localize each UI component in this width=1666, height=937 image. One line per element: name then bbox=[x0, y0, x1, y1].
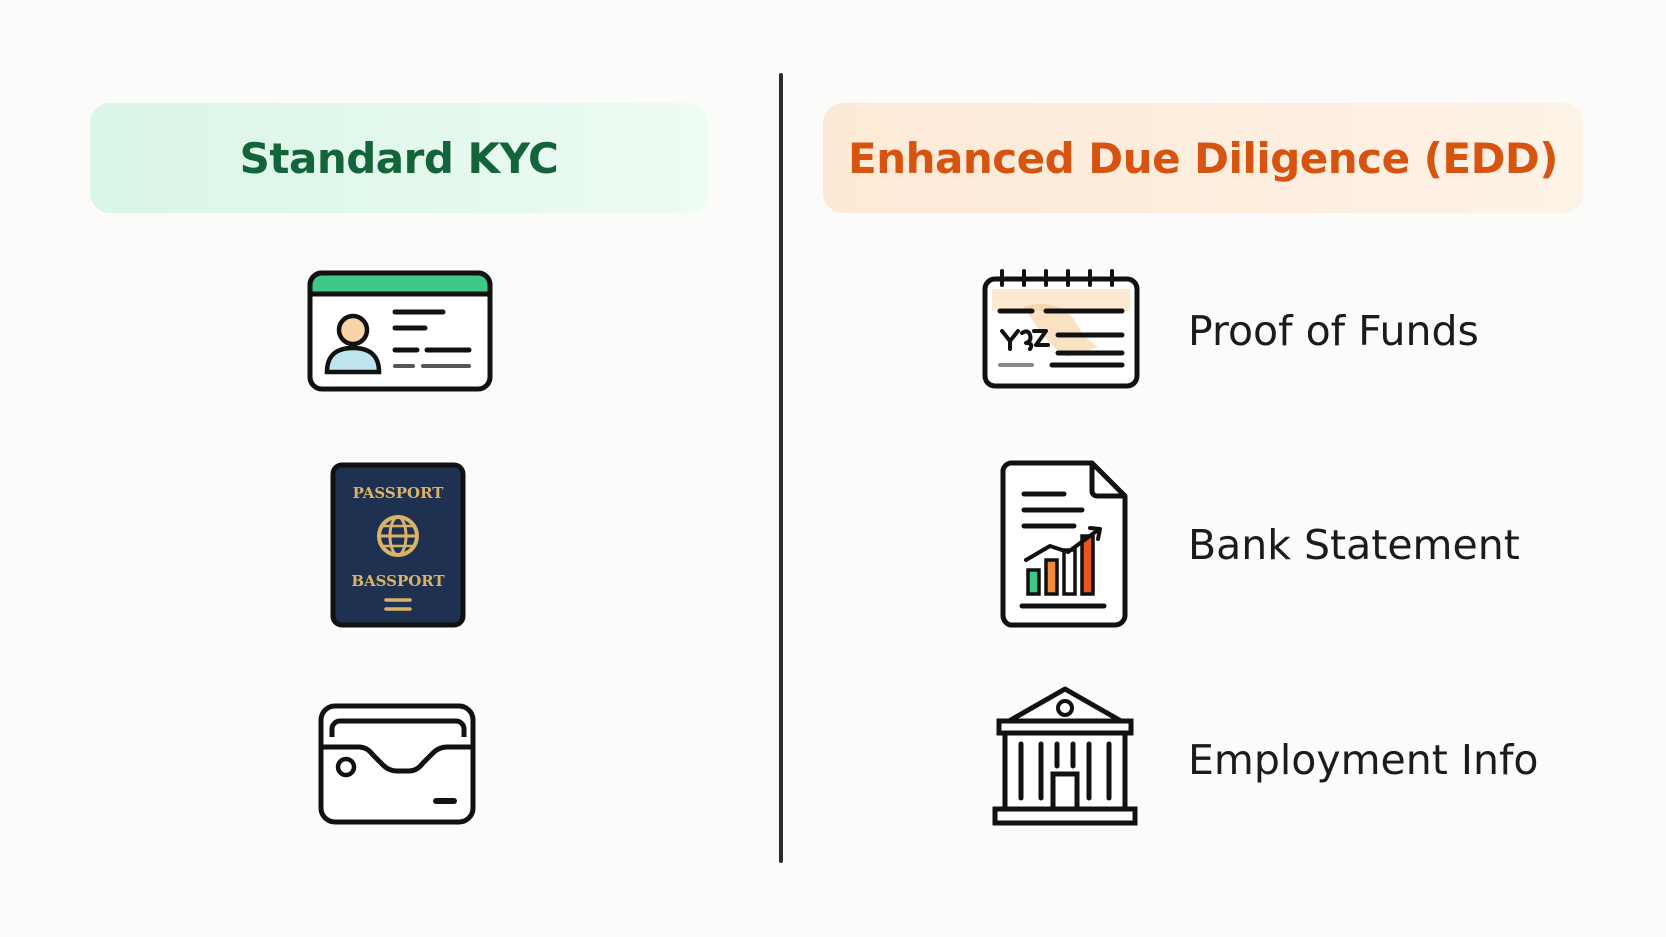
passport-bottom-text: BASSPORT bbox=[351, 572, 445, 590]
column-divider bbox=[779, 73, 783, 863]
passport-icon: PASSPORT BASSPORT bbox=[330, 462, 466, 628]
standard-kyc-title: Standard KYC bbox=[239, 133, 559, 183]
bank-statement-icon bbox=[1000, 460, 1128, 628]
edd-header: Enhanced Due Diligence (EDD) bbox=[823, 103, 1583, 213]
edd-title: Enhanced Due Diligence (EDD) bbox=[848, 133, 1559, 183]
id-card-icon bbox=[307, 270, 493, 392]
standard-kyc-header: Standard KYC bbox=[90, 103, 708, 213]
wallet-card-icon bbox=[318, 703, 476, 825]
bank-building-icon bbox=[987, 686, 1143, 827]
employment-info-label: Employment Info bbox=[1188, 736, 1539, 784]
check-document-icon bbox=[982, 267, 1140, 389]
passport-top-text: PASSPORT bbox=[353, 484, 445, 502]
bank-statement-label: Bank Statement bbox=[1188, 521, 1520, 569]
proof-of-funds-label: Proof of Funds bbox=[1188, 307, 1479, 355]
